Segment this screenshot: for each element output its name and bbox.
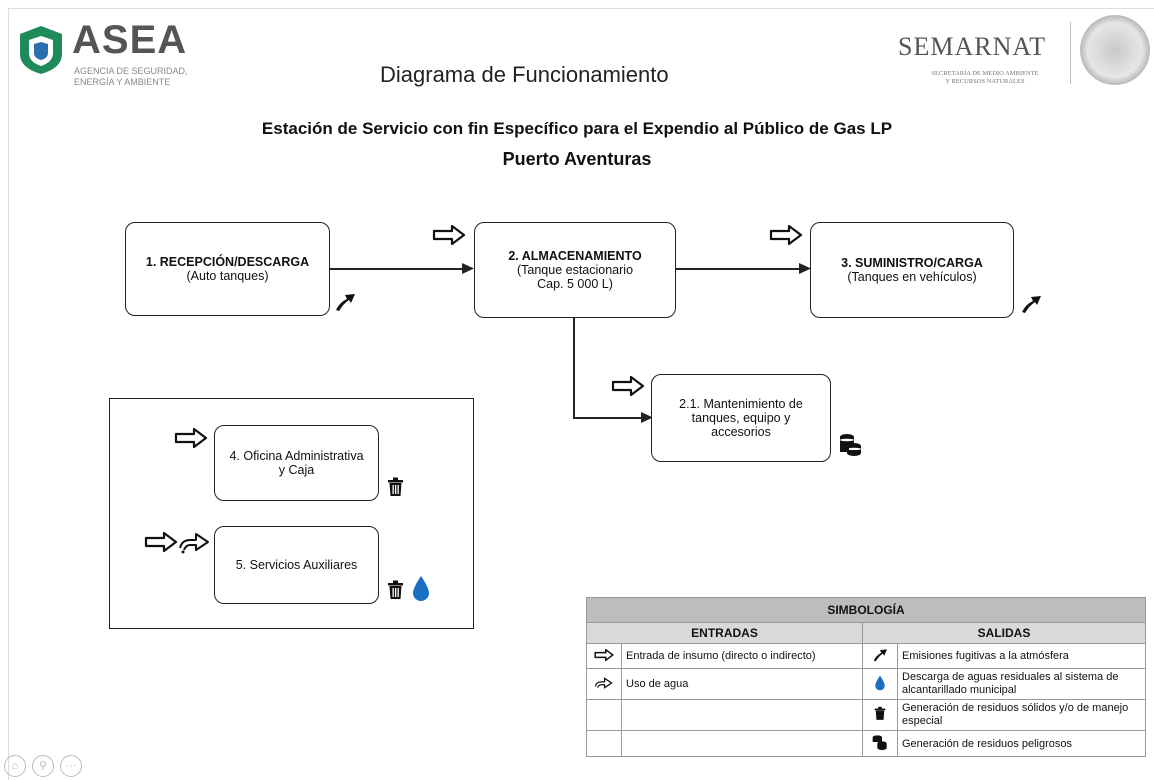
water-use-icon xyxy=(179,533,209,554)
hazardous-waste-icon xyxy=(872,735,887,750)
connector-1-2 xyxy=(330,268,464,270)
more-icon[interactable]: ··· xyxy=(60,755,82,777)
page-title: Diagrama de Funcionamiento xyxy=(380,62,669,87)
connector-2-21-horizontal xyxy=(573,417,643,419)
asea-logo-subtitle: Agencia de Seguridad, Energía y Ambiente xyxy=(74,66,188,87)
connector-arrowhead-2-3 xyxy=(799,263,811,274)
node-suministro-carga: 3. SUMINISTRO/CARGA (Tanques en vehículo… xyxy=(810,222,1014,318)
legend-title: SIMBOLOGÍA xyxy=(586,597,1146,623)
asea-shield-logo xyxy=(20,26,62,74)
legend-inputs-header: ENTRADAS xyxy=(586,622,863,644)
trash-icon xyxy=(874,706,886,720)
node-recepcion-descarga: 1. RECEPCIÓN/DESCARGA (Auto tanques) xyxy=(125,222,330,316)
input-arrow-icon xyxy=(769,225,803,245)
node-servicios-auxiliares: 5. Servicios Auxiliares xyxy=(214,526,379,604)
input-arrow-icon xyxy=(144,532,178,552)
zoom-icon[interactable]: ⚲ xyxy=(32,755,54,777)
water-use-icon xyxy=(594,676,613,689)
semarnat-logo-text: SEMARNAT xyxy=(898,32,1047,61)
emission-icon xyxy=(336,294,355,311)
legend-output-label: Descarga de aguas residuales al sistema … xyxy=(897,668,1146,700)
trash-icon xyxy=(388,477,403,496)
asea-logo-text: ASEA xyxy=(72,18,188,62)
connector-arrowhead-1-2 xyxy=(462,263,474,274)
legend-input-label: Uso de agua xyxy=(621,668,863,700)
input-arrow-icon xyxy=(611,376,645,396)
input-arrow-icon xyxy=(174,428,208,448)
mexico-seal-logo xyxy=(1080,15,1150,85)
home-icon[interactable]: ⌂ xyxy=(4,755,26,777)
legend-input-label: Entrada de insumo (directo o indirecto) xyxy=(621,643,863,669)
water-drop-icon xyxy=(413,576,429,601)
node-almacenamiento: 2. ALMACENAMIENTO (Tanque estacionario C… xyxy=(474,222,676,318)
node-oficina-administrativa: 4. Oficina Administrativa y Caja xyxy=(214,425,379,501)
slide-frame xyxy=(8,8,1154,780)
diagram-location: Puerto Aventuras xyxy=(502,149,652,169)
legend-output-label: Generación de residuos peligrosos xyxy=(897,730,1146,757)
input-arrow-icon xyxy=(594,647,615,662)
legend-outputs-header: SALIDAS xyxy=(862,622,1146,644)
water-drop-icon xyxy=(875,675,885,690)
trash-icon xyxy=(388,580,403,599)
semarnat-logo-subtitle: Secretaría de Medio Ambiente y Recursos … xyxy=(931,70,1039,85)
hazardous-waste-icon xyxy=(840,434,861,456)
diagram-subtitle: Estación de Servicio con fin Específico … xyxy=(261,119,893,138)
legend-table: SIMBOLOGÍA ENTRADAS SALIDAS Entrada de i… xyxy=(586,597,1146,757)
viewer-controls: ⌂ ⚲ ··· xyxy=(4,755,82,777)
node-mantenimiento: 2.1. Mantenimiento de tanques, equipo y … xyxy=(651,374,831,462)
input-arrow-icon xyxy=(432,225,466,245)
emission-icon xyxy=(873,648,887,661)
connector-arrowhead-2-21 xyxy=(641,412,653,423)
legend-output-label: Generación de residuos sólidos y/o de ma… xyxy=(897,699,1146,731)
legend-output-label: Emisiones fugitivas a la atmósfera xyxy=(897,643,1146,669)
auxiliary-areas-panel xyxy=(109,398,474,629)
connector-2-3 xyxy=(675,268,801,270)
connector-2-21-vertical xyxy=(573,318,575,418)
header-divider xyxy=(1070,22,1071,84)
emission-icon xyxy=(1022,296,1041,313)
